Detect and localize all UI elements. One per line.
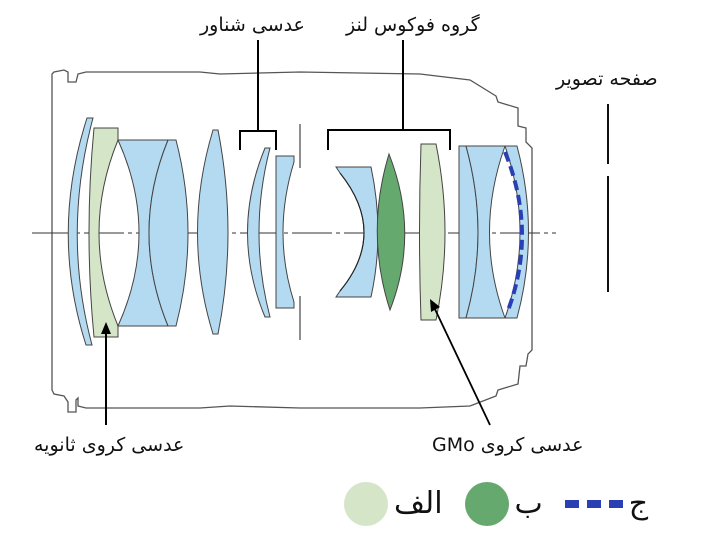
floating-lens-element-2 xyxy=(275,155,295,309)
floating-lens-bracket xyxy=(239,40,277,150)
dark-green-circle-icon xyxy=(464,482,509,526)
legend-label-jim: ج xyxy=(628,486,649,521)
focus-group-bracket xyxy=(327,40,451,150)
legend-item-jim: ج xyxy=(564,486,649,521)
blue-dashed-line-icon xyxy=(564,500,623,508)
light-green-circle-icon xyxy=(344,482,388,526)
lens-element-5 xyxy=(197,129,229,335)
focus-lens-element-1 xyxy=(335,166,379,298)
legend-item-be: ب xyxy=(464,482,543,526)
aspherical-lens-label: عدسی کروی ثانویه xyxy=(34,434,185,456)
lens-barrel-outline xyxy=(51,69,533,413)
gmo-lens-pointer xyxy=(432,304,491,426)
lens-element-1 xyxy=(67,117,94,346)
focus-lens-element-1-inner xyxy=(339,172,365,292)
gmo-lens-label-text: عدسی کروی GMo xyxy=(432,434,584,456)
image-plane-label: صفحه تصویر xyxy=(556,68,658,90)
lens-element-aspherical-light-green xyxy=(88,127,119,338)
lens-element-dark-green xyxy=(376,152,406,312)
aspherical-surface-dashed xyxy=(503,151,524,314)
legend-label-be: ب xyxy=(514,486,543,521)
legend-label-alef: الف xyxy=(394,486,443,521)
floating-lens-element-1 xyxy=(247,147,271,318)
rear-lens-element-3 xyxy=(504,145,529,319)
gmo-lens-arrowhead xyxy=(430,299,440,312)
focus-group-label: گروه فوکوس لنز xyxy=(346,14,480,36)
legend-item-alef: الف xyxy=(344,482,443,526)
lens-element-gmo-light-green xyxy=(419,143,446,321)
aspherical-lens-arrowhead xyxy=(101,322,111,334)
lens-element-4 xyxy=(148,139,189,327)
gmo-lens-label: عدسی کروی GMo xyxy=(432,436,583,455)
legend: الف ب ج xyxy=(330,482,648,526)
floating-lens-label: عدسی شناور xyxy=(200,14,305,36)
